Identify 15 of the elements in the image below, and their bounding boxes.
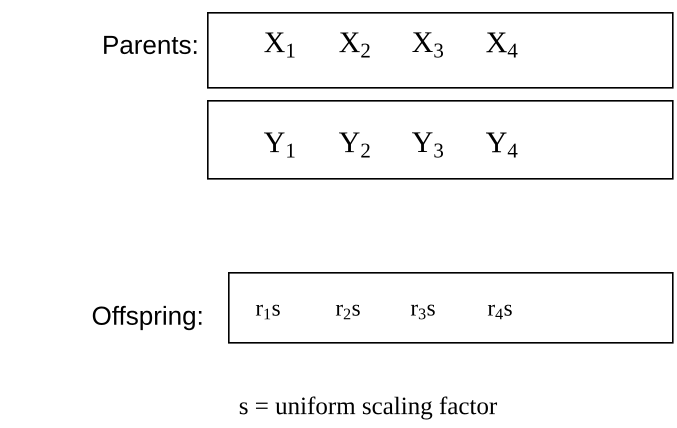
- variable-text: r$_{4}$s: [488, 304, 512, 320]
- caption-text: s = uniform scaling factor: [240, 396, 498, 420]
- variable-text: r$_{1}$s: [256, 304, 280, 320]
- variable-text: Y$_{1}$: [264, 132, 295, 158]
- variable-text: r$_{3}$s: [410, 304, 435, 320]
- variable-text: X$_{3}$: [412, 32, 443, 58]
- variable-text: Y$_{3}$: [412, 132, 443, 158]
- row-label: Offspring:: [92, 306, 202, 330]
- variable-text: X$_{4}$: [486, 32, 518, 58]
- variable-text: X$_{2}$: [339, 32, 370, 58]
- variable-text: r$_{2}$s: [336, 304, 360, 320]
- variable-text: Y$_{2}$: [339, 132, 370, 158]
- variable-text: X$_{1}$: [264, 32, 295, 58]
- row-label: Parents:: [104, 36, 196, 54]
- variable-text: Y$_{4}$: [486, 132, 518, 158]
